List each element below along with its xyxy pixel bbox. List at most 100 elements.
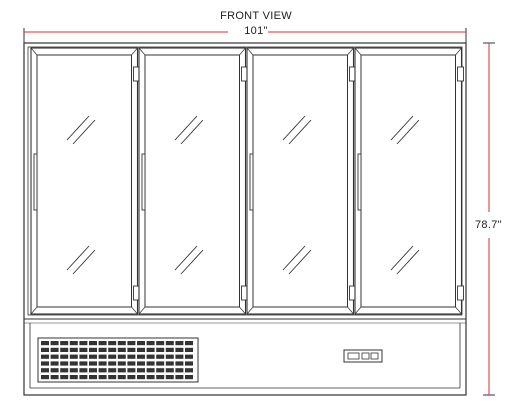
- vent-slot: [146, 341, 155, 346]
- vent-slot: [79, 361, 88, 366]
- door-bevel: [138, 306, 146, 315]
- glass-glare-mark: [66, 245, 90, 271]
- vent-slot: [146, 354, 155, 359]
- vent-slot: [98, 347, 107, 352]
- vent-slot: [69, 347, 78, 352]
- door-1: [30, 47, 139, 315]
- door-bevel: [131, 306, 138, 315]
- vent-slot: [89, 347, 97, 352]
- vent-slot: [69, 368, 78, 373]
- vent-slot: [50, 354, 59, 359]
- vent-slot: [117, 347, 126, 352]
- glass-glare-mark: [282, 245, 306, 271]
- vent-slot: [79, 347, 88, 352]
- vent-slot: [79, 375, 88, 380]
- door-handle: [141, 153, 146, 211]
- control-display: [347, 352, 360, 360]
- vent-slot: [127, 375, 136, 380]
- vent-slot: [117, 361, 126, 366]
- width-dimension-label: 101": [244, 25, 268, 37]
- vent-slot: [137, 361, 145, 366]
- door-bevel: [239, 47, 246, 56]
- vent-slot: [41, 368, 49, 373]
- glass-glare-mark: [282, 115, 306, 141]
- height-dimension-label: 78.7": [475, 219, 502, 231]
- vent-slot: [108, 361, 117, 366]
- vent-slot: [108, 347, 117, 352]
- vent-slot: [69, 354, 78, 359]
- glass-glare-mark: [66, 115, 90, 141]
- vent-slot: [175, 341, 184, 346]
- vent-slot: [185, 347, 193, 352]
- door-handle: [249, 153, 254, 211]
- vent-slot: [127, 347, 136, 352]
- vent-slot: [117, 368, 126, 373]
- door-bevel: [347, 47, 354, 56]
- vent-slot: [50, 341, 59, 346]
- vent-slot: [60, 368, 69, 373]
- vent-slot: [41, 361, 49, 366]
- vent-slot: [98, 354, 107, 359]
- vent-slot: [156, 361, 165, 366]
- control-panel-frame: [343, 349, 383, 363]
- glass-glare-mark: [288, 119, 312, 145]
- door-bevel: [239, 306, 246, 315]
- vent-slot: [165, 361, 174, 366]
- vent-slot: [127, 354, 136, 359]
- glass-glare-mark: [288, 249, 312, 275]
- door-handle: [357, 153, 362, 211]
- door-bevel: [131, 47, 138, 56]
- width-dimension: [23, 28, 467, 44]
- vent-slot: [98, 361, 107, 366]
- vent-grille-frame: [37, 337, 199, 383]
- vent-slot: [146, 347, 155, 352]
- control-panel: [343, 349, 383, 363]
- door-bevel: [246, 306, 254, 315]
- vent-slot: [117, 375, 126, 380]
- vent-slot: [156, 354, 165, 359]
- vent-slot: [185, 368, 193, 373]
- vent-slot: [89, 341, 97, 346]
- vent-slot: [89, 368, 97, 373]
- vent-slot: [137, 368, 145, 373]
- glass-glare-mark: [396, 249, 420, 275]
- vent-slot: [146, 368, 155, 373]
- glass-glare-mark: [174, 245, 198, 271]
- vent-slot: [108, 368, 117, 373]
- vent-slot: [41, 347, 49, 352]
- height-dimension: [483, 42, 495, 396]
- vent-slot: [89, 361, 97, 366]
- vent-slot: [165, 347, 174, 352]
- control-button-2: [370, 352, 379, 360]
- vent-slot: [146, 361, 155, 366]
- control-button-1: [361, 352, 370, 360]
- vent-slot: [60, 347, 69, 352]
- vent-slot: [175, 375, 184, 380]
- vent-slot: [50, 361, 59, 366]
- vent-slot: [50, 375, 59, 380]
- vent-slot: [98, 375, 107, 380]
- vent-slot: [165, 354, 174, 359]
- vent-slot: [137, 341, 145, 346]
- vent-slot: [156, 375, 165, 380]
- door-3: [246, 47, 355, 315]
- vent-slot: [165, 375, 174, 380]
- vent-slot: [60, 354, 69, 359]
- vent-slot: [79, 368, 88, 373]
- door-2: [138, 47, 247, 315]
- vent-slot: [108, 341, 117, 346]
- doors-group: [30, 47, 464, 315]
- vent-slot: [69, 361, 78, 366]
- door-bevel: [455, 306, 462, 315]
- vent-slot: [108, 375, 117, 380]
- glass-glare-mark: [180, 119, 204, 145]
- door-bevel: [354, 306, 362, 315]
- glass-glare-mark: [180, 249, 204, 275]
- vent-slot: [185, 361, 193, 366]
- vent-slot: [156, 368, 165, 373]
- door-bevel: [246, 47, 254, 56]
- vent-slot: [165, 341, 174, 346]
- vent-slot: [146, 375, 155, 380]
- door-bevel: [347, 306, 354, 315]
- door-bevel: [354, 47, 362, 56]
